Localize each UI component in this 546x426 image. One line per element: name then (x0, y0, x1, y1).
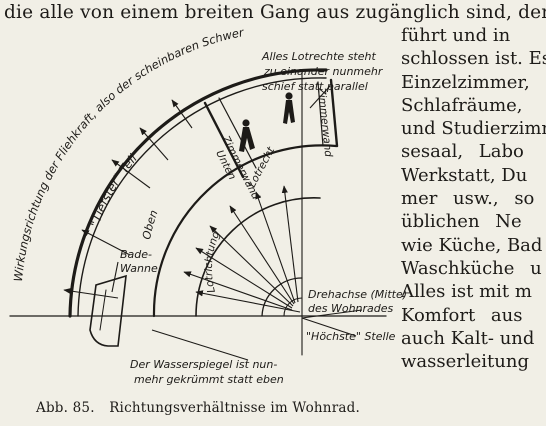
body-text-line: Waschküche u (401, 257, 542, 279)
person-icon-body (283, 100, 295, 124)
radial-wall-right-inner (317, 81, 324, 147)
centrifugal-arrow (63, 287, 119, 299)
label-hoechste-stelle: "Höchste" Stelle (306, 330, 396, 343)
leader-line (301, 317, 357, 337)
plumb-arrow (183, 271, 293, 311)
leader-line (151, 329, 249, 361)
label-wanne: Wanne (120, 262, 158, 275)
person-icon (285, 92, 293, 100)
plumb-arrow (195, 247, 293, 309)
person-icon (242, 119, 250, 127)
hub-arc-small (283, 297, 303, 317)
leader-line (301, 309, 363, 319)
centrifugal-arrow (171, 99, 193, 129)
body-text-line: Werkstatt, Du (401, 164, 528, 186)
label-lotrechte-3: schief statt parallel (262, 80, 368, 93)
bathtub-shape (89, 274, 127, 347)
body-text-line: wie Küche, Bad (401, 234, 543, 256)
label-lotrechte-1: Alles Lotrechte steht (261, 50, 376, 63)
label-oben: Oben (140, 208, 160, 240)
bathtub-water-surface (99, 289, 107, 331)
body-text-line: sesaal, Labo (401, 141, 524, 163)
centrifugal-arrow (139, 127, 169, 161)
body-text-line: wasserleitung (401, 351, 529, 373)
label-wasserspiegel-1: Der Wasserspiegel ist nun- (130, 358, 277, 371)
label-lotrechte-2: zu einander nunmehr (263, 65, 384, 78)
outer-rim-inner-line (77, 77, 327, 317)
outer-rim-wall (68, 68, 328, 318)
person-icon-body (239, 127, 255, 152)
body-text-line: Einzelzimmer, (401, 71, 530, 93)
body-text-right-column: führt und in schlossen ist. Es Einzelzim… (401, 24, 546, 373)
body-text-line: auch Kalt- und (401, 327, 535, 349)
label-des-wohnrades: des Wohnrades (308, 302, 394, 315)
body-text-line: Alles ist mit m (401, 281, 532, 303)
figure-caption: Abb. 85. Richtungsverhältnisse im Wohnra… (36, 400, 360, 416)
leader-line (111, 261, 119, 293)
label-bade: Bade- (120, 248, 152, 261)
body-text-top-line: die alle von einem breiten Gang aus zugä… (4, 2, 546, 23)
standing-person-right (283, 92, 295, 124)
body-text-line: führt und in (401, 25, 511, 46)
radial-wall-left-inner (218, 97, 257, 169)
centrifugal-arrow (81, 229, 131, 256)
plumb-arrow (281, 185, 299, 303)
plumb-arrow (209, 225, 294, 307)
radial-wall-right (329, 78, 339, 148)
label-lotrecht: Lotrecht (246, 144, 278, 189)
body-text-line: Schlafräume, (401, 94, 523, 116)
body-text-line: üblichen Ne (401, 211, 522, 233)
figure-caption-text: Richtungsverhältnisse im Wohnrad. (109, 400, 360, 416)
label-tiefster-teil: "Tiefster" Teil (88, 151, 141, 229)
plumb-arrow (195, 290, 301, 313)
inner-ring-wall (152, 144, 338, 318)
standing-person-left (239, 119, 255, 152)
hub-ring (195, 197, 321, 317)
label-drehachse: Drehachse (Mitte) (308, 288, 407, 301)
plumb-arrow (255, 191, 296, 304)
leader-line (309, 85, 331, 109)
radial-wall-left (203, 101, 245, 179)
centrifugal-arrow (111, 159, 151, 189)
label-wasserspiegel-2: mehr gekrümmt statt eben (134, 373, 284, 386)
body-text-line: mer usw., so (401, 188, 535, 210)
figure-number: Abb. 85. (36, 400, 95, 416)
body-text-line: und Studierzimm (401, 118, 546, 140)
plumb-arrow (229, 205, 295, 305)
body-text-line: Komfort aus (401, 304, 523, 326)
body-text-line: schlossen ist. Es (401, 48, 546, 70)
